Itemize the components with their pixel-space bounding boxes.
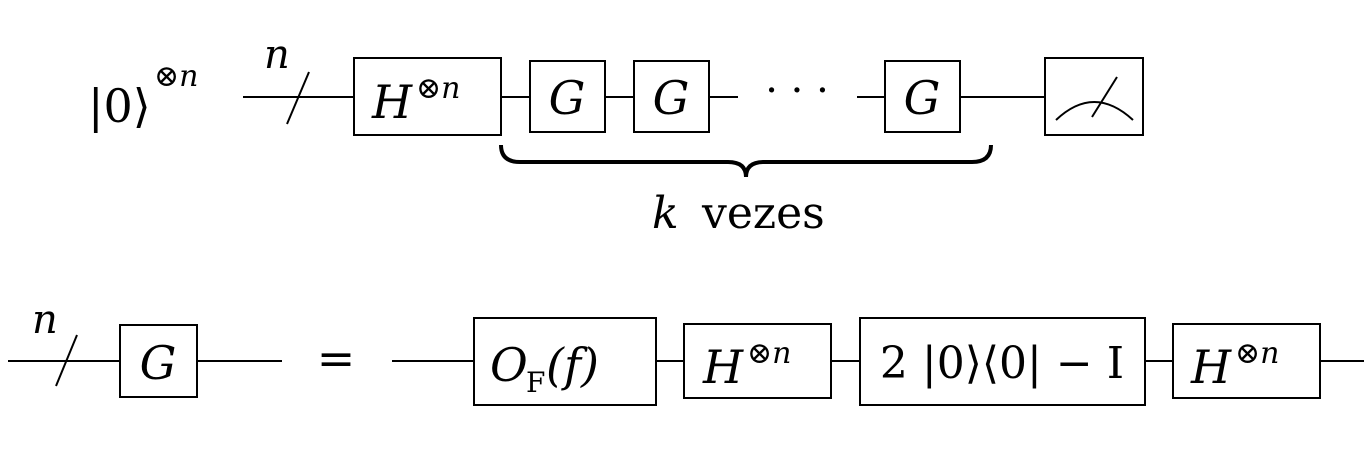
grover-gate-box-1 [529,60,606,133]
equals-sign: = [317,331,356,385]
reflection-gate-box [859,317,1146,406]
measurement-box [1044,57,1144,136]
grover-gate-box [119,324,198,398]
bus-width-label: n [264,32,290,78]
reflection-label: 2 |0⟩⟨0| − I [880,338,1124,389]
hadamard-gate-box [353,57,502,136]
oracle-gate-box [473,317,657,406]
hadamard-base-1: H [702,340,744,394]
oracle-base: O [490,338,528,392]
bus-slash [286,71,310,125]
circuit-top: |0⟩ ⊗n n H ⊗n G G · · · G k vezes [88,32,1144,239]
hadamard-exponent-1: ⊗n [747,336,791,371]
brace-count-word: vezes [701,188,825,239]
grover-gate-label-2: G [653,71,690,125]
brace-count-variable: k [652,188,679,239]
hadamard-gate-box-1 [683,323,832,399]
grover-gate-label: G [140,336,177,390]
grover-gate-box-2 [633,60,710,133]
circuit-bottom: n G = O F (f) H ⊗n 2 |0⟩⟨0| − I H ⊗n [8,297,1364,406]
grover-gate-box-3 [884,60,961,133]
grover-gate-label-3: G [904,71,941,125]
hadamard-exponent-2: ⊗n [1235,336,1279,371]
bus-width-label: n [32,297,58,343]
input-ket: |0⟩ [88,79,151,133]
meter-arc-icon [1055,101,1134,121]
oracle-argument: (f) [546,338,599,392]
hadamard-base: H [371,75,413,129]
underbrace [499,144,993,178]
input-tensor-exponent: ⊗n [154,59,198,94]
bus-slash [55,334,78,387]
meter-needle-icon [1091,76,1118,118]
hadamard-gate-box-2 [1172,323,1321,399]
hadamard-base-2: H [1190,340,1232,394]
hadamard-exponent: ⊗n [416,71,460,106]
ellipsis: · · · [765,68,829,114]
grover-gate-label-1: G [549,71,586,125]
oracle-subscript: F [526,366,545,399]
